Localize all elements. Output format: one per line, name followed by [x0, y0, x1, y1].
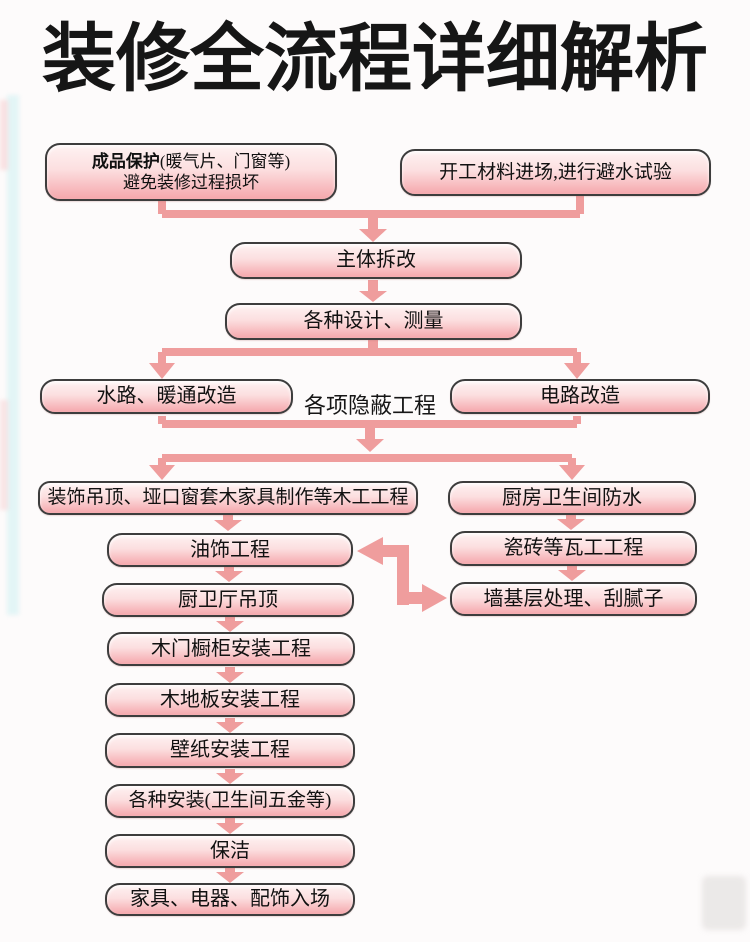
- node-label: 成品保护(暖气片、门窗等): [91, 151, 291, 171]
- arrow-hidden-merge: [158, 416, 581, 452]
- node-label: 水路、暖通改造: [96, 385, 237, 407]
- node-label: 开工材料进场,进行避水试验: [439, 161, 672, 183]
- node-label: 各种设计、测量: [303, 310, 444, 332]
- node-label: 木地板安装工程: [160, 688, 300, 711]
- node-label: 木门橱柜安装工程: [151, 637, 311, 660]
- arrow-waterproof-tiling: [557, 514, 585, 530]
- node-label: 主体拆改: [336, 249, 416, 271]
- node-water-hvac-rework: 水路、暖通改造: [40, 379, 293, 414]
- node-label: 家具、电器、配饰入场: [130, 888, 330, 910]
- arrow-wallpaper-install: [216, 769, 244, 784]
- node-label: 油饰工程: [190, 538, 270, 561]
- arrow-demolition-design: [359, 280, 387, 302]
- node-carpentry-works: 装饰吊顶、垭口窗套木家具制作等木工工程: [38, 481, 418, 515]
- node-electrical-rework: 电路改造: [450, 379, 710, 414]
- node-tile-masonry-works: 瓷砖等瓦工工程: [450, 531, 697, 566]
- node-painting-works: 油饰工程: [107, 533, 353, 567]
- node-label: 墙基层处理、刮腻子: [483, 587, 664, 610]
- arrow-wallbase-painting-link: [357, 537, 447, 612]
- arrow-column-split: [149, 454, 585, 480]
- arrow-painting-ceiling: [215, 566, 243, 582]
- node-label: 壁纸安装工程: [170, 739, 290, 761]
- node-main-demolition: 主体拆改: [230, 242, 522, 279]
- node-kitchen-bath-hall-ceiling: 厨卫厅吊顶: [102, 583, 354, 617]
- node-materials-entry: 开工材料进场,进行避水试验: [400, 149, 711, 196]
- node-kitchen-bath-waterproof: 厨房卫生间防水: [448, 481, 696, 515]
- node-furniture-appliance-entry: 家具、电器、配饰入场: [105, 883, 355, 916]
- arrow-top-merge: [158, 194, 584, 242]
- node-misc-installations: 各种安装(卫生间五金等): [105, 784, 355, 818]
- arrow-cleaning-furniture: [216, 868, 244, 883]
- arrow-doors-flooring: [216, 667, 244, 683]
- hidden-works-note: 各项隐蔽工程: [303, 393, 436, 418]
- node-label: 保洁: [210, 839, 250, 862]
- scan-edge-smudge: [0, 100, 8, 170]
- node-cleaning: 保洁: [105, 834, 355, 868]
- node-label: 装饰吊顶、垭口窗套木家具制作等木工工程: [47, 487, 409, 509]
- arrow-ceiling-doors: [216, 616, 244, 632]
- node-label: 避免装修过程损坏: [123, 173, 259, 192]
- node-label: 厨卫厅吊顶: [178, 588, 278, 611]
- node-label: 瓷砖等瓦工工程: [503, 537, 644, 559]
- node-label: 电路改造: [540, 385, 620, 407]
- arrow-tiling-wallbase: [558, 566, 586, 581]
- node-wallpaper-install: 壁纸安装工程: [105, 733, 355, 768]
- arrow-carpentry-painting: [214, 514, 242, 531]
- arrow-design-split: [149, 340, 590, 379]
- node-label: 厨房卫生间防水: [502, 486, 642, 509]
- node-wood-door-cabinet-install: 木门橱柜安装工程: [107, 632, 355, 666]
- arrow-flooring-wallpaper: [216, 718, 244, 733]
- node-wood-floor-install: 木地板安装工程: [105, 683, 355, 717]
- node-wall-base-putty: 墙基层处理、刮腻子: [450, 582, 697, 616]
- node-label: 各种安装(卫生间五金等): [128, 790, 332, 812]
- page-title: 装修全流程详细解析: [42, 19, 708, 101]
- arrow-install-cleaning: [216, 818, 244, 834]
- scan-edge-tint: [7, 95, 19, 615]
- watermark-smudge: [702, 876, 746, 930]
- node-design-measure: 各种设计、测量: [225, 303, 522, 340]
- node-product-protection: 成品保护(暖气片、门窗等) 避免装修过程损坏: [45, 143, 337, 201]
- scan-edge-smudge: [0, 400, 8, 510]
